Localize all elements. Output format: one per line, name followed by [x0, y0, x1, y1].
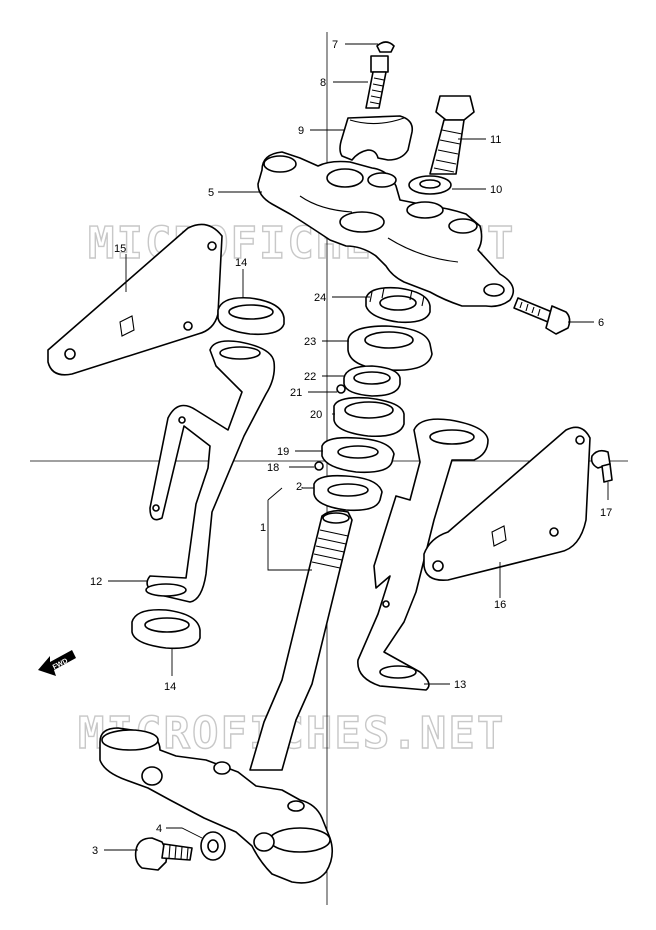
callout-9[interactable]: 9: [298, 125, 304, 137]
callout-numbers: 7 8 9 11 10 5 15 14 24 6 23 22 21 20 19 …: [90, 39, 612, 857]
forward-direction-arrow: FWD: [38, 650, 76, 676]
callout-22[interactable]: 22: [304, 371, 316, 383]
part-18-steel-ball[interactable]: [314, 461, 324, 471]
part-16-right-plate[interactable]: [423, 426, 591, 582]
callout-14-bottom[interactable]: 14: [164, 681, 176, 693]
callout-11[interactable]: 11: [490, 134, 501, 146]
part-14-grommet-bottom[interactable]: [131, 608, 201, 650]
callout-20[interactable]: 20: [310, 409, 322, 421]
callout-12[interactable]: 12: [90, 576, 102, 588]
part-11-bolt[interactable]: [429, 95, 475, 175]
callout-18[interactable]: 18: [267, 462, 279, 474]
callout-15[interactable]: 15: [114, 243, 126, 255]
callout-5[interactable]: 5: [208, 187, 214, 199]
callout-2[interactable]: 2: [296, 481, 302, 493]
part-3-bolt[interactable]: [134, 837, 193, 871]
part-2-lower-seal[interactable]: [313, 474, 383, 512]
part-20-bearing[interactable]: [333, 396, 405, 438]
part-19-lower-race[interactable]: [321, 436, 395, 474]
part-4-washer[interactable]: [200, 831, 226, 861]
part-7-cap[interactable]: [376, 41, 395, 53]
part-24-ring-nut[interactable]: [365, 286, 431, 324]
part-21-steel-ball[interactable]: [336, 384, 346, 394]
callout-4[interactable]: 4: [156, 823, 162, 835]
callout-6[interactable]: 6: [598, 317, 604, 329]
callout-23[interactable]: 23: [304, 336, 316, 348]
part-5-upper-bracket[interactable]: [257, 151, 515, 308]
leader-lines: [104, 43, 609, 851]
callout-17[interactable]: 17: [600, 507, 612, 519]
part-1-steering-stem[interactable]: [99, 509, 353, 884]
callout-7[interactable]: 7: [332, 39, 338, 51]
part-17-screw[interactable]: [590, 449, 613, 483]
part-23-dust-seal[interactable]: [347, 325, 433, 371]
part-6-bolt[interactable]: [513, 297, 571, 335]
callout-3[interactable]: 3: [92, 845, 98, 857]
callout-14-top[interactable]: 14: [235, 257, 247, 269]
callout-8[interactable]: 8: [320, 77, 326, 89]
callout-16[interactable]: 16: [494, 599, 506, 611]
callout-13[interactable]: 13: [454, 679, 466, 691]
part-22-bearing-race[interactable]: [343, 365, 401, 397]
part-9-handlebar-holder[interactable]: [339, 115, 414, 161]
callout-21[interactable]: 21: [290, 387, 302, 399]
part-8-bolt[interactable]: [365, 55, 389, 109]
part-14-grommet-top[interactable]: [217, 296, 285, 336]
part-15-left-plate[interactable]: [47, 223, 223, 376]
callout-24[interactable]: 24: [314, 292, 326, 304]
fwd-label: FWD: [52, 658, 69, 672]
part-12-left-bracket[interactable]: [145, 340, 276, 603]
part-10-washer[interactable]: [408, 175, 452, 195]
callout-19[interactable]: 19: [277, 446, 289, 458]
callout-1[interactable]: 1: [260, 522, 266, 534]
callout-10[interactable]: 10: [490, 184, 502, 196]
